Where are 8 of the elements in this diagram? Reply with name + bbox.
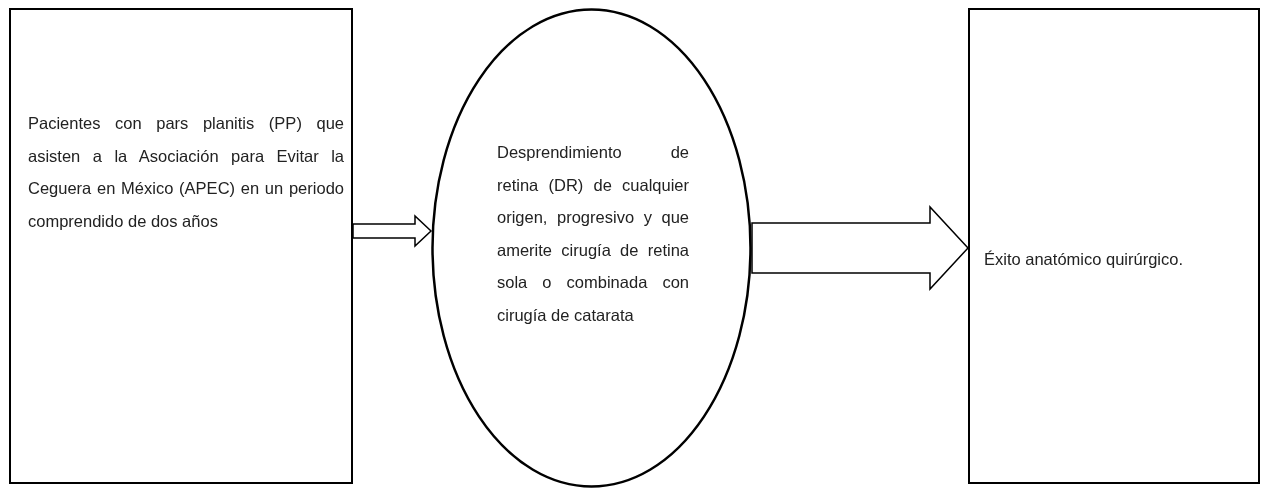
process-box	[968, 8, 1260, 484]
node-text: Pacientes con pars planitis (PP) que asisten a la Asociación para Evitar la Ceguera en México (APEC) en un periodo comprendido de dos años	[28, 113, 344, 232]
block-arrow	[352, 214, 433, 248]
process-box	[9, 8, 353, 484]
node-text: Éxito anatómico quirúrgico.	[984, 249, 1184, 270]
ellipse-node	[431, 8, 752, 488]
node-text: Desprendimiento de retina (DR) de cualquier origen, progresivo y que amerite cirugía de retina sola o combinada con cirugía de catarata	[497, 142, 689, 326]
block-arrow	[751, 205, 970, 291]
